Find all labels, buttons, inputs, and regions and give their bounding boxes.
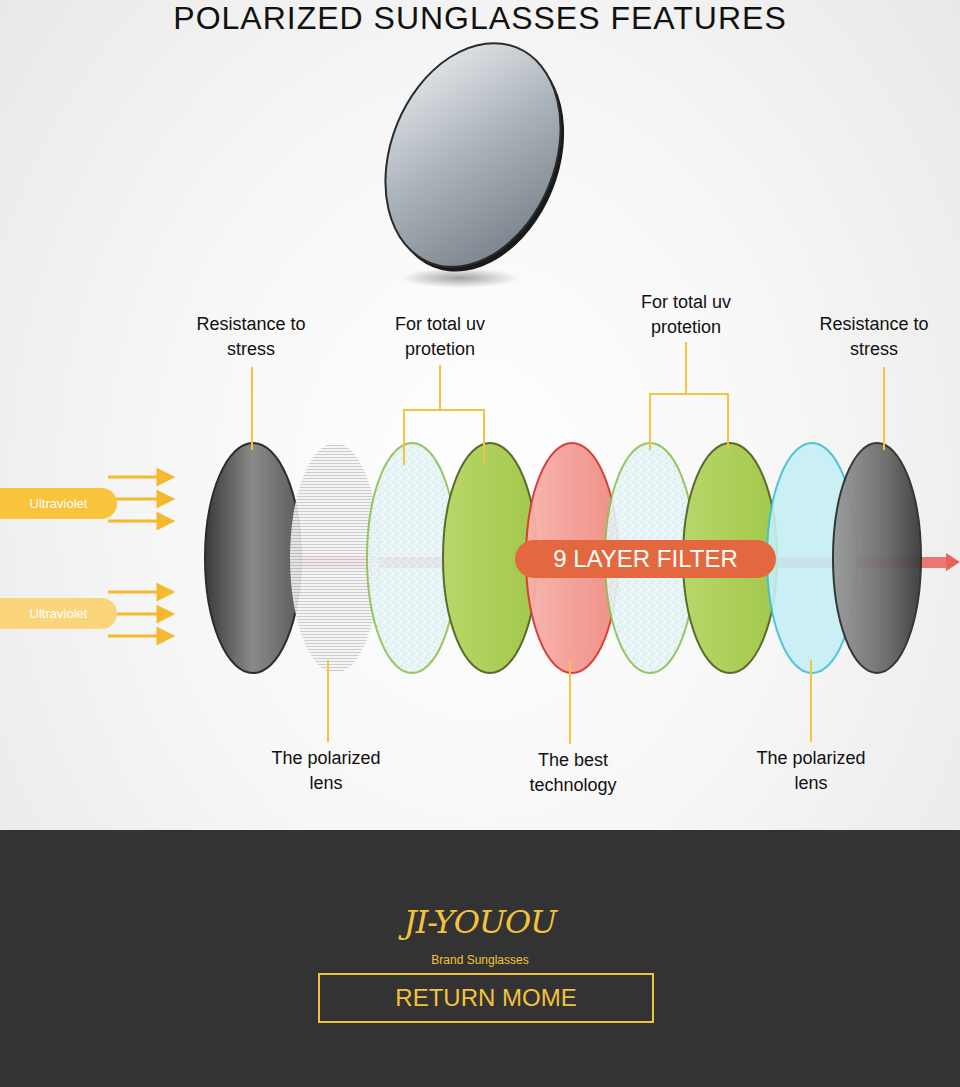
uv-pill: Ultraviolet xyxy=(0,598,117,629)
return-button: RETURN MOME xyxy=(318,973,654,1023)
footer-band: JI-YOUOU Brand SunglassesRETURN MOME xyxy=(0,830,960,1087)
title: POLARIZED SUNGLASSES FEATURES xyxy=(0,0,960,36)
callout-label: The polarized lens xyxy=(261,746,391,796)
node-text: 9 LAYER FILTER xyxy=(515,545,776,573)
callout-label: For total uv protetion xyxy=(375,312,505,362)
filter-pill: 9 LAYER FILTER xyxy=(515,540,776,578)
callout-label: Resistance to stress xyxy=(191,312,311,362)
callout-label: The best technology xyxy=(513,748,633,798)
callout-label: Resistance to stress xyxy=(814,312,934,362)
callout-label: The polarized lens xyxy=(746,746,876,796)
brand-logo: JI-YOUOU xyxy=(0,902,960,942)
node-text: Ultraviolet xyxy=(0,606,117,621)
callout-label: For total uv protetion xyxy=(621,290,751,340)
node-text: RETURN MOME xyxy=(320,984,652,1012)
node-text: Ultraviolet xyxy=(0,496,117,511)
uv-pill: Ultraviolet xyxy=(0,488,117,519)
brand-tagline: Brand Sunglasses xyxy=(0,953,960,967)
